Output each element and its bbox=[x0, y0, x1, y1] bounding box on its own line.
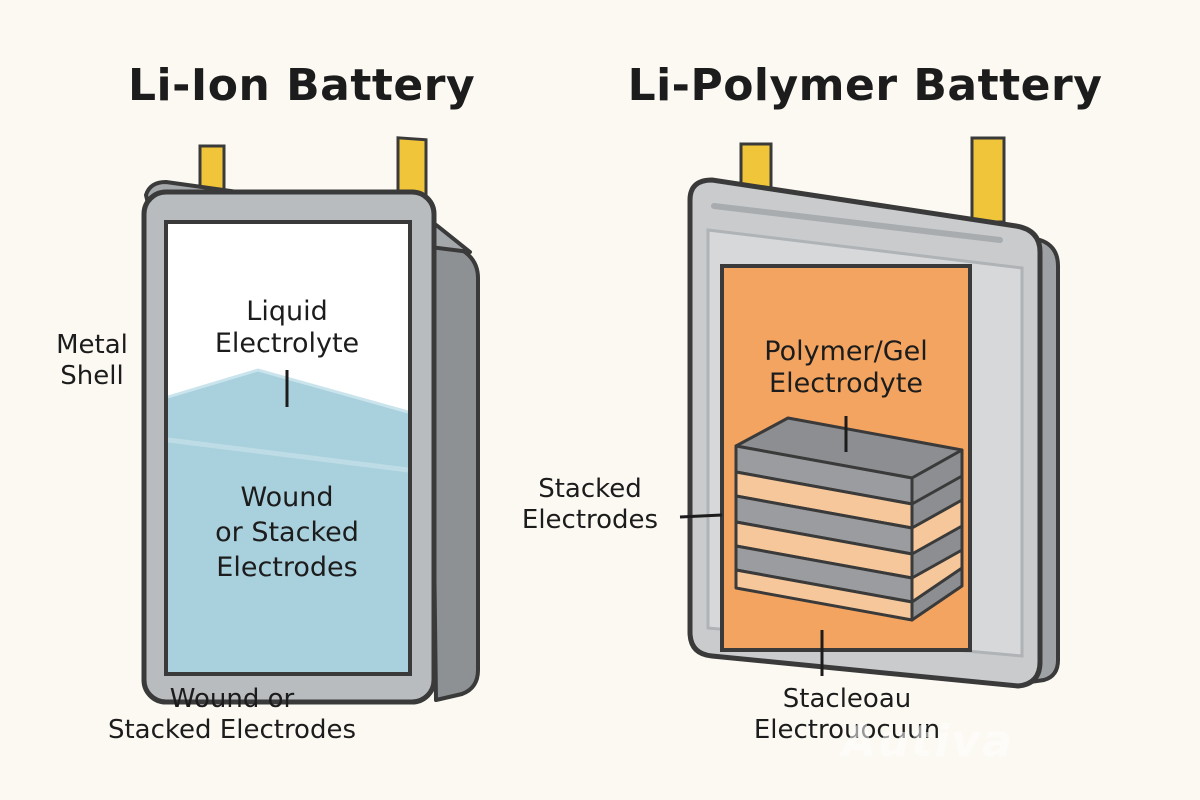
li-po-side-line-1: Stacked bbox=[538, 474, 642, 504]
stack-side-stripe-3 bbox=[910, 548, 964, 604]
li-polymer-battery bbox=[679, 136, 1060, 689]
li-po-bottom-label: Stacleoau Electrouocuun bbox=[712, 684, 982, 746]
li-ion-bottom-line-1: Wound or bbox=[169, 684, 295, 714]
li-polymer-title: Li-Polymer Battery bbox=[627, 60, 1103, 111]
stack-side-stripe-1 bbox=[911, 474, 963, 506]
li-ion-shell-label: Metal Shell bbox=[42, 330, 142, 392]
li-po-electrolyte-line-1: Polymer/Gel bbox=[764, 336, 928, 367]
li-po-pouch-seam bbox=[711, 203, 1003, 243]
li-ion-electrolyte-line-1: Liquid bbox=[246, 296, 328, 327]
li-ion-shell-line-2: Shell bbox=[60, 361, 124, 392]
li-po-side-pointer bbox=[679, 513, 723, 519]
watermark: Autiva bbox=[842, 716, 1014, 767]
li-po-bottom-line-2: Electrouocuun bbox=[753, 715, 941, 746]
li-ion-inner-electrodes-line-1: Wound bbox=[240, 482, 334, 513]
stack-layer-6 bbox=[734, 568, 914, 622]
li-ion-liquid-highlight bbox=[167, 437, 409, 473]
li-ion-bottom-line-2: Stacked Electrodes bbox=[107, 715, 357, 746]
li-po-side-label: Stacked Electrodes bbox=[498, 474, 682, 536]
li-ion-inner-electrodes-line-3: Electrodes bbox=[216, 552, 358, 584]
li-ion-liquid-surface bbox=[167, 368, 409, 414]
li-ion-inner-window-border bbox=[164, 220, 412, 676]
li-po-side-line-2: Electrodes bbox=[521, 505, 659, 536]
li-ion-inner-electrodes-line-2: or Stacked bbox=[215, 517, 359, 549]
stack-side-stripe-2 bbox=[910, 498, 964, 556]
li-po-electrolyte-line-2: Electrodyte bbox=[769, 368, 923, 400]
li-ion-title: Li-Ion Battery bbox=[128, 60, 476, 111]
li-ion-shell-line-1: Metal bbox=[56, 330, 128, 360]
li-ion-inner-electrodes-label: Wound or Stacked Electrodes bbox=[176, 480, 398, 585]
li-ion-case-side bbox=[428, 228, 480, 702]
li-ion-bottom-label: Wound or Stacked Electrodes bbox=[72, 684, 392, 746]
li-ion-battery bbox=[141, 136, 480, 705]
li-po-tab-right bbox=[970, 136, 1006, 224]
li-po-electrolyte-label: Polymer/Gel Electrodyte bbox=[730, 336, 962, 401]
li-ion-electrolyte-label: Liquid Electrolyte bbox=[180, 296, 394, 361]
li-po-bottom-line-1: Stacleoau bbox=[782, 684, 912, 714]
li-po-electrode-stack bbox=[734, 416, 964, 622]
li-ion-electrolyte-line-2: Electrolyte bbox=[214, 328, 360, 360]
